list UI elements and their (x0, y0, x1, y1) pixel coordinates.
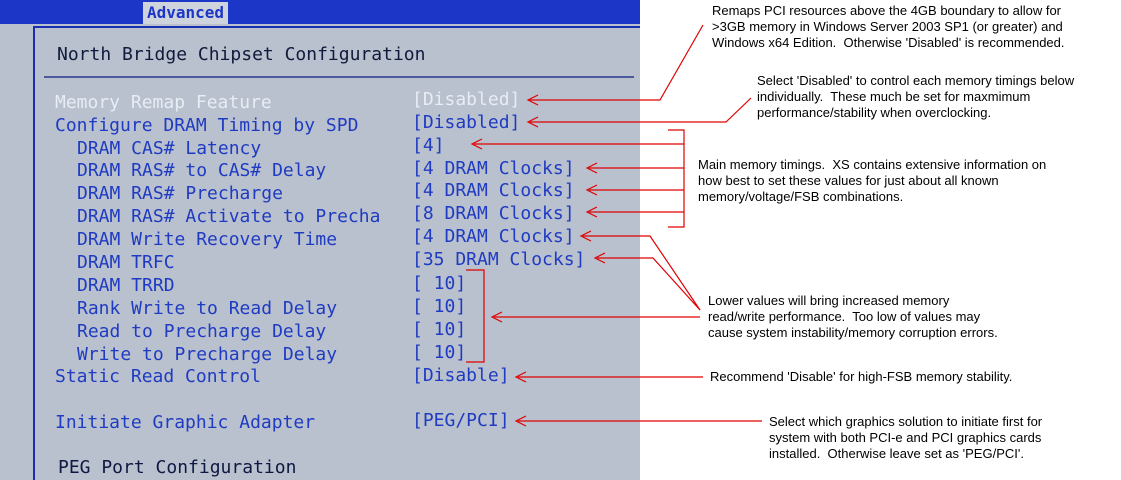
setting-write-precharge-label[interactable]: Write to Precharge Delay (77, 344, 338, 365)
setting-dram-timing-spd-value[interactable]: [Disabled] (412, 112, 521, 133)
arrowhead-ras-precharge (585, 184, 598, 196)
setting-rank-write-read-value[interactable]: [ 10] (412, 296, 467, 317)
arrowhead-static-read (514, 371, 527, 383)
setting-rank-write-read-label[interactable]: Rank Write to Read Delay (77, 298, 338, 319)
setting-static-read-label[interactable]: Static Read Control (55, 366, 261, 387)
setting-graphic-adapter-value[interactable]: [PEG/PCI] (412, 410, 510, 431)
setting-memory-remap-label[interactable]: Memory Remap Feature (55, 92, 272, 113)
setting-write-recovery-label[interactable]: DRAM Write Recovery Time (77, 229, 338, 250)
arrow-remap (530, 24, 704, 101)
note-static-read: Recommend 'Disable' for high-FSB memory … (710, 369, 1013, 384)
section-title: North Bridge Chipset Configuration (57, 44, 426, 65)
setting-ras-precharge-label[interactable]: DRAM RAS# Precharge (77, 183, 283, 204)
arrow-write-recovery (583, 235, 701, 311)
setting-write-recovery-value[interactable]: [4 DRAM Clocks] (412, 226, 575, 247)
setting-memory-remap-value[interactable]: [Disabled] (412, 89, 521, 110)
note-memory-remap: Remaps PCI resources above the 4GB bound… (712, 3, 1065, 50)
setting-trfc-label[interactable]: DRAM TRFC (77, 252, 175, 273)
note-graphics: Select which graphics solution to initia… (769, 414, 1043, 461)
setting-read-precharge-value[interactable]: [ 10] (412, 319, 467, 340)
setting-trfc-value[interactable]: [35 DRAM Clocks] (412, 249, 586, 270)
note-main-timings: Main memory timings. XS contains extensi… (698, 157, 1047, 204)
bios-panel-frame (33, 26, 640, 480)
arrowhead-remap (526, 94, 539, 106)
tab-advanced[interactable]: Advanced (143, 2, 229, 24)
title-divider (44, 76, 634, 78)
arrowhead-ras-activate (585, 206, 598, 218)
setting-graphic-adapter-label[interactable]: Initiate Graphic Adapter (55, 412, 316, 433)
arrowhead-trfc (593, 252, 606, 264)
peg-port-subsection[interactable]: PEG Port Configuration (58, 457, 297, 478)
setting-dram-timing-spd-label[interactable]: Configure DRAM Timing by SPD (55, 115, 359, 136)
bracket-main-timings (668, 129, 685, 228)
arrowhead-spd (526, 116, 539, 128)
setting-static-read-value[interactable]: [Disable] (412, 365, 510, 386)
setting-ras-to-cas-label[interactable]: DRAM RAS# to CAS# Delay (77, 160, 327, 181)
note-dram-timing-spd: Select 'Disabled' to control each memory… (757, 73, 1075, 120)
arrowhead-write-recovery (579, 230, 592, 242)
setting-trrd-value[interactable]: [ 10] (412, 273, 467, 294)
setting-trrd-label[interactable]: DRAM TRRD (77, 275, 175, 296)
setting-cas-latency-label[interactable]: DRAM CAS# Latency (77, 138, 262, 159)
arrowhead-graphics (514, 415, 527, 427)
arrow-spd (530, 97, 752, 123)
setting-read-precharge-label[interactable]: Read to Precharge Delay (77, 321, 327, 342)
bios-menu-bar (0, 0, 640, 24)
bios-screen: Advanced North Bridge Chipset Configurat… (0, 0, 640, 480)
setting-ras-to-cas-value[interactable]: [4 DRAM Clocks] (412, 158, 575, 179)
setting-cas-latency-value[interactable]: [4] (412, 135, 445, 156)
setting-ras-activate-label[interactable]: DRAM RAS# Activate to Precha (77, 206, 381, 227)
arrowhead-lower-bracket (490, 311, 503, 323)
setting-ras-activate-value[interactable]: [8 DRAM Clocks] (412, 203, 575, 224)
arrowhead-ras-cas (585, 162, 598, 174)
setting-write-precharge-value[interactable]: [ 10] (412, 342, 467, 363)
arrowhead-cas (470, 138, 483, 150)
note-lower-values: Lower values will bring increased memory… (708, 293, 998, 340)
setting-ras-precharge-value[interactable]: [4 DRAM Clocks] (412, 180, 575, 201)
bracket-delay-values (466, 269, 485, 363)
arrow-trfc (597, 257, 701, 311)
